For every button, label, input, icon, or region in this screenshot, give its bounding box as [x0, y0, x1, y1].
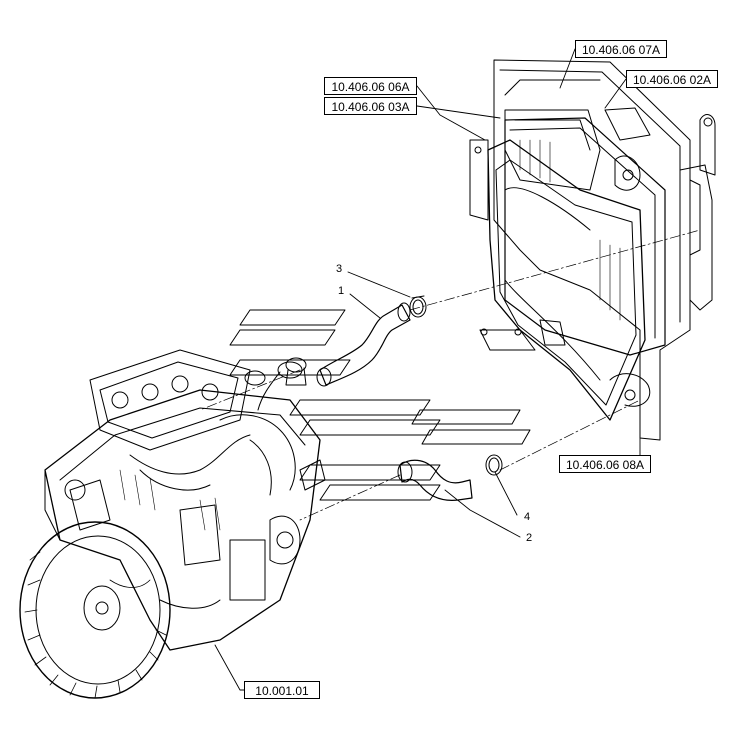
reference-10-406-06-08a[interactable]: 10.406.06 08A [559, 455, 651, 473]
lower-hose-clamp [485, 454, 503, 476]
alignment-centerlines [199, 229, 701, 521]
reference-10-406-06-06a[interactable]: 10.406.06 06A [324, 77, 417, 95]
reference-10-001-01[interactable]: 10.001.01 [244, 681, 320, 699]
reference-10-406-06-07a[interactable]: 10.406.06 07A [575, 40, 667, 58]
reference-10-406-06-02a[interactable]: 10.406.06 02A [626, 70, 718, 88]
callout-number-1: 1 [338, 285, 345, 297]
radiator-assembly [469, 59, 716, 441]
callout-number-3: 3 [336, 263, 343, 275]
hose-outlet [285, 357, 307, 386]
callout-number-2: 2 [526, 532, 533, 544]
callout-number-4: 4 [524, 511, 531, 523]
reference-10-406-06-03a[interactable]: 10.406.06 03A [324, 97, 417, 115]
leader-lines [214, 48, 641, 691]
engine-assembly [19, 349, 326, 699]
assembly-guide-arrows [229, 309, 531, 501]
upper-hose-clamp [409, 295, 427, 318]
upper-hose [316, 302, 411, 387]
